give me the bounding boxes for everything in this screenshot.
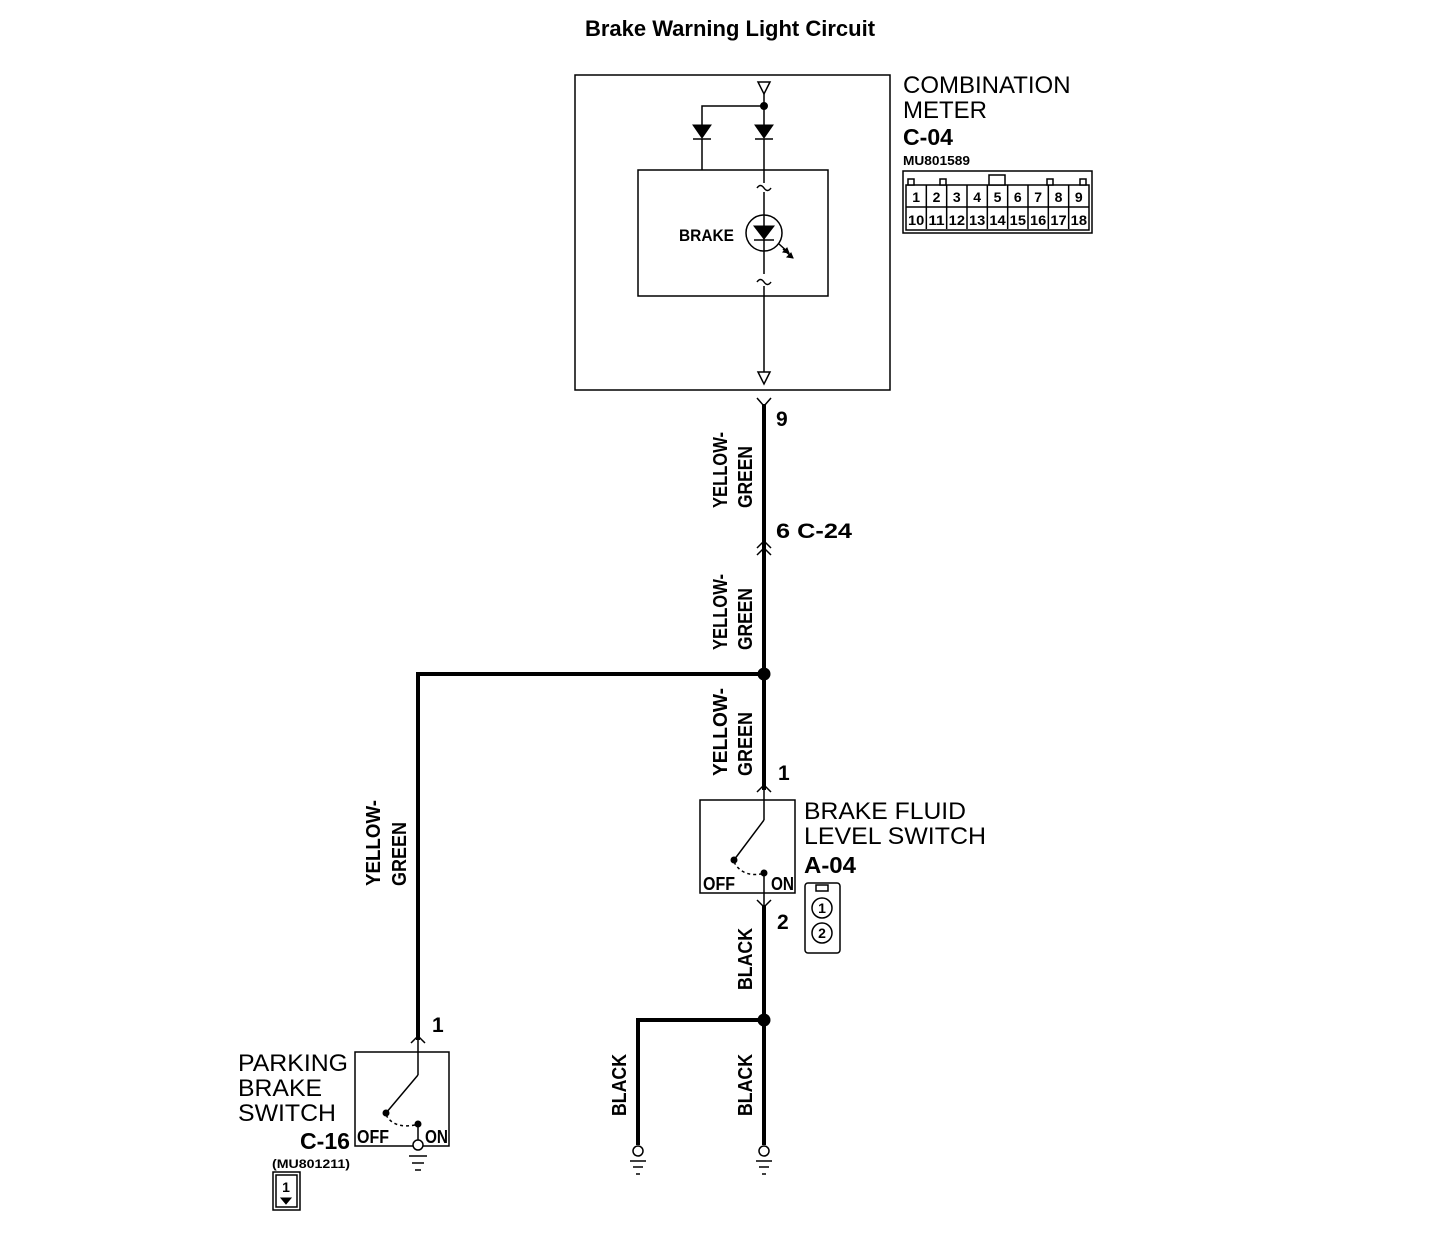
combination-meter-name-line1: COMBINATION: [903, 72, 1071, 99]
diode-left: [692, 124, 712, 170]
brake-fluid-pin1-connector-icon: [756, 783, 772, 793]
brake-fluid-switch-arm: [733, 819, 765, 861]
connector-c16-face: 1: [272, 1171, 301, 1211]
wire-black-branch: [636, 1018, 764, 1145]
connector-c24-label: 6 C-24: [776, 520, 852, 543]
wire-branch-parking-brake: [416, 672, 764, 1040]
connector-c16-pin-1: 1: [282, 1179, 290, 1195]
diagram-title: Brake Warning Light Circuit: [585, 16, 876, 41]
connector-c04-pin-2: 2: [933, 189, 941, 205]
meter-input-terminal: [756, 81, 772, 96]
ground-icon: [409, 1139, 427, 1171]
black-label-1: BLACK: [735, 928, 757, 990]
parking-brake-switch-connector-id: C-16: [300, 1128, 350, 1154]
wire-label-2-line1: YELLOW-: [710, 574, 732, 650]
wire-label-1-line2: GREEN: [735, 446, 757, 508]
diode-right: [754, 124, 774, 170]
black-label-2: BLACK: [609, 1054, 631, 1116]
brake-fluid-switch-pin-top: 1: [778, 762, 790, 785]
connector-c04-pin-6: 6: [1014, 189, 1022, 205]
parking-brake-switch-box: [354, 1051, 450, 1147]
connector-c04-pin-12: 12: [949, 212, 966, 228]
parking-brake-switch-name-line1: PARKING: [238, 1050, 348, 1077]
connector-c04-pin-10: 10: [908, 212, 925, 228]
brake-fluid-switch-off-label: OFF: [703, 874, 735, 894]
combination-meter-box: [574, 74, 891, 391]
connector-c04-pin-1: 1: [912, 189, 920, 205]
connector-c04-pin-4: 4: [973, 189, 981, 205]
black-label-3: BLACK: [735, 1054, 757, 1116]
connector-c04-pin-11: 11: [928, 212, 945, 228]
connector-c24-icon: [756, 539, 772, 556]
combination-meter-name-line2: METER: [903, 97, 987, 124]
brake-fluid-switch-name-line1: BRAKE FLUID: [804, 798, 966, 825]
connector-c04-pin-7: 7: [1034, 189, 1042, 205]
parking-brake-switch-pin-top: 1: [432, 1014, 444, 1037]
combination-meter-part-number: MU801589: [903, 153, 970, 168]
wire-label-1-line1: YELLOW-: [710, 432, 732, 508]
parking-brake-pin1-connector-icon: [410, 1034, 426, 1044]
connector-c04-pin-15: 15: [1010, 212, 1027, 228]
brake-fluid-switch-pin-bottom: 2: [777, 911, 789, 934]
brake-fluid-switch-connector-id: A-04: [804, 852, 856, 878]
parking-brake-switch-name-line3: SWITCH: [238, 1100, 336, 1127]
connector-c04-pin-18: 18: [1071, 212, 1088, 228]
parking-brake-switch-off-label: OFF: [357, 1127, 389, 1147]
connector-a04-pin-2: 2: [818, 925, 826, 941]
parking-brake-switch-name-line2: BRAKE: [238, 1075, 322, 1102]
parking-brake-switch-part-number: (MU801211): [272, 1157, 350, 1171]
connector-c04-pin-14: 14: [989, 212, 1006, 228]
brake-lamp-label: BRAKE: [679, 226, 734, 245]
brake-warning-led-icon: [745, 214, 794, 259]
tilde-top-icon: [756, 184, 772, 192]
parking-brake-switch-arm: [385, 1074, 419, 1114]
connector-c04-pin-13: 13: [969, 212, 986, 228]
brake-fluid-switch-on-label: ON: [771, 874, 794, 894]
combination-meter-connector-id: C-04: [903, 124, 953, 150]
connector-c04-pin-9: 9: [1075, 189, 1083, 205]
brake-fluid-level-switch: 1 OFF ON 2 BRAKE FLUID LEVEL SWITCH A-04…: [699, 762, 986, 954]
brake-fluid-switch-box: [699, 799, 796, 894]
wire-label-2-line2: GREEN: [735, 588, 757, 650]
connector-c04-pin-17: 17: [1050, 212, 1067, 228]
ground-icon: [630, 1145, 646, 1175]
wire-label-3-line2: GREEN: [735, 712, 757, 776]
tilde-bottom-icon: [756, 278, 772, 286]
brake-indicator-box: [637, 169, 829, 297]
connector-c04-pin-3: 3: [953, 189, 961, 205]
connector-c04-pin-5: 5: [994, 189, 1002, 205]
connector-c16-arrow-icon: [279, 1197, 293, 1205]
parking-brake-switch-on-label: ON: [425, 1127, 448, 1147]
connector-a04-pin-1: 1: [818, 900, 826, 916]
wire-label-4-line2: GREEN: [389, 822, 411, 886]
connector-c04-pin-8: 8: [1055, 189, 1063, 205]
ground-icon: [756, 1145, 772, 1175]
parking-brake-switch: 1 OFF ON PARKING BRAKE SWITCH C-16 (MU80…: [238, 1014, 450, 1211]
wire-label-3-line1: YELLOW-: [710, 688, 732, 776]
combination-meter: BRAKE COMBINATION METER C-04 MU801589: [574, 72, 1093, 391]
meter-output-terminal: [756, 371, 772, 386]
meter-output-pin-label: 9: [776, 408, 788, 431]
connector-c04-pin-16: 16: [1030, 212, 1047, 228]
brake-fluid-switch-name-line2: LEVEL SWITCH: [804, 823, 986, 850]
connector-a04-face: 1 2: [804, 882, 841, 954]
wire-label-4-line1: YELLOW-: [363, 800, 385, 886]
